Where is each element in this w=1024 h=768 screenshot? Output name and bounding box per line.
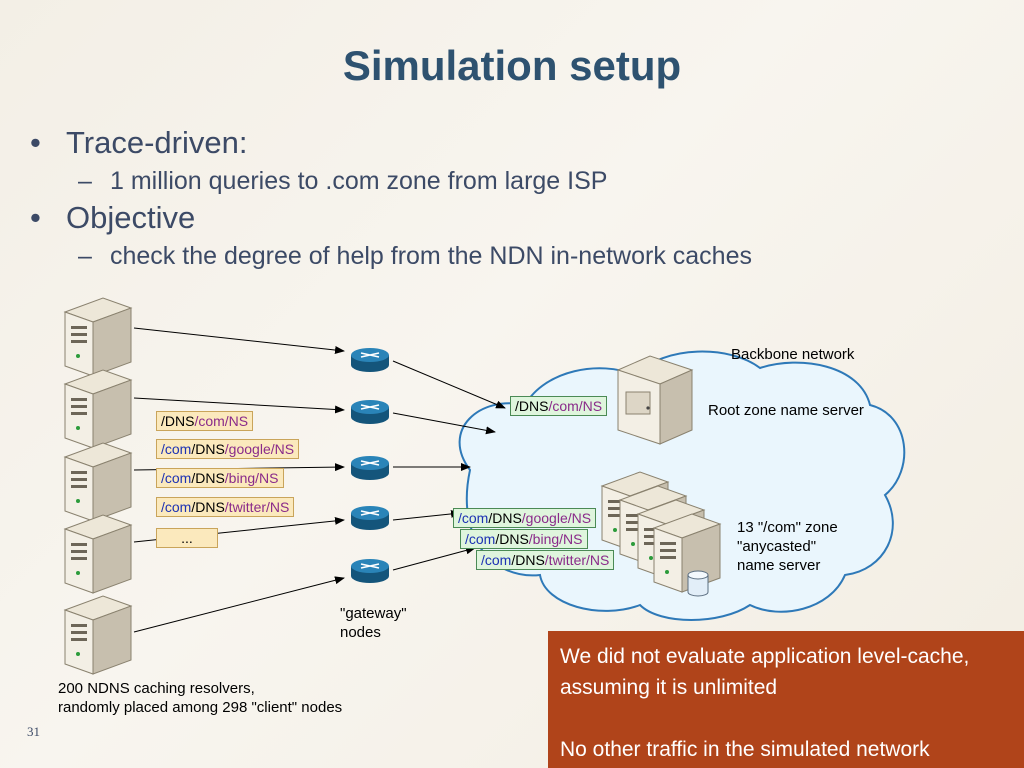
- tag-segment: /twitter: [224, 499, 267, 515]
- tag-segment: /DNS: [191, 499, 225, 515]
- gateway-label: "gateway" nodes: [340, 604, 407, 642]
- slide-number: 31: [27, 724, 40, 739]
- sub-bullet-1-text: 1 million queries to .com zone from larg…: [110, 167, 608, 195]
- note-line-2: No other traffic in the simulated networ…: [560, 738, 930, 761]
- com-query-tag: /com/DNS/google/NS: [453, 508, 597, 528]
- tag-segment: /bing: [528, 531, 560, 547]
- tag-segment: /NS: [224, 413, 249, 429]
- resolver-server-icon: [64, 297, 132, 377]
- com-label-line: 13 "/com" zone: [737, 519, 838, 536]
- root-server-icon: [616, 355, 694, 445]
- resolver-label-line: randomly placed among 298 "client" nodes: [58, 699, 343, 716]
- resolver-label-line: 200 NDNS caching resolvers,: [58, 680, 255, 697]
- tag-segment: /NS: [270, 441, 295, 457]
- tag-segment: /DNS: [495, 531, 529, 547]
- sub-dash: –: [78, 242, 92, 270]
- bullet-2: • Objective: [30, 200, 195, 236]
- resolver-label: 200 NDNS caching resolvers, randomly pla…: [58, 679, 342, 717]
- note-box: We did not evaluate application level-ca…: [548, 631, 1024, 768]
- gateway-label-line: "gateway": [340, 605, 407, 622]
- tag-segment: /DNS: [161, 413, 195, 429]
- resolver-server-icon: [64, 369, 132, 449]
- tag-segment: /DNS: [191, 441, 225, 457]
- com-server-cluster-icon: [601, 471, 721, 597]
- tag-segment: /twitter: [544, 552, 587, 568]
- tag-segment: /DNS: [191, 470, 225, 486]
- tag-segment: /DNS: [488, 510, 522, 526]
- tag-segment: /com: [548, 398, 579, 414]
- resolver-server-icon: [64, 442, 132, 522]
- com-server-label: 13 "/com" zone "anycasted" name server: [737, 518, 838, 575]
- note-line-1: We did not evaluate application level-ca…: [560, 645, 970, 699]
- root-server-label: Root zone name server: [708, 402, 864, 419]
- gateway-router-icon: [350, 399, 390, 425]
- sub-dash: –: [78, 167, 92, 195]
- bullet-1-text: Trace-driven:: [66, 125, 248, 160]
- resolver-server-icon: [64, 595, 132, 675]
- bullet-2-text: Objective: [66, 200, 196, 235]
- tag-segment: /DNS: [511, 552, 545, 568]
- tag-segment: /NS: [255, 470, 279, 486]
- tag-segment: /NS: [578, 398, 603, 414]
- tag-segment: /bing: [224, 470, 256, 486]
- sub-bullet-2: –check the degree of help from the NDN i…: [78, 242, 752, 271]
- query-tag: /DNS/com/NS: [156, 411, 254, 431]
- com-query-tag: /com/DNS/twitter/NS: [476, 550, 615, 570]
- bullet-1: • Trace-driven:: [30, 125, 247, 161]
- sub-bullet-2-text: check the degree of help from the NDN in…: [110, 242, 752, 270]
- gateway-router-icon: [350, 455, 390, 481]
- resolver-server-icon: [64, 514, 132, 594]
- com-label-line: "anycasted": [737, 538, 817, 555]
- tag-segment: /NS: [586, 552, 610, 568]
- backbone-network-label: Backbone network: [731, 346, 855, 363]
- sub-bullet-1: –1 million queries to .com zone from lar…: [78, 167, 607, 196]
- query-tag: /com/DNS/bing/NS: [156, 468, 284, 488]
- tag-segment: /com: [481, 552, 512, 568]
- tag-segment: /DNS: [515, 398, 549, 414]
- tag-segment: /com: [465, 531, 496, 547]
- gateway-router-icon: [350, 347, 390, 373]
- tag-segment: /com: [161, 470, 192, 486]
- tag-segment: /com: [458, 510, 489, 526]
- tag-segment: /NS: [266, 499, 290, 515]
- bullet-dot: •: [30, 200, 41, 235]
- query-tag: /com/DNS/google/NS: [156, 439, 300, 459]
- tag-segment: /google: [521, 510, 568, 526]
- query-tag-ellipsis: ...: [156, 528, 218, 548]
- com-query-tag: /com/DNS/bing/NS: [460, 529, 588, 549]
- gateway-router-icon: [350, 505, 390, 531]
- tag-segment: /NS: [559, 531, 583, 547]
- tag-segment: /NS: [567, 510, 592, 526]
- tag-segment: /com: [161, 441, 192, 457]
- tag-segment: /com: [194, 413, 225, 429]
- slide-title: Simulation setup: [342, 42, 682, 89]
- query-tag: /com/DNS/twitter/NS: [156, 497, 295, 517]
- tag-segment: /google: [224, 441, 271, 457]
- tag-segment: /com: [161, 499, 192, 515]
- com-label-line: name server: [737, 557, 821, 574]
- root-query-tag: /DNS/com/NS: [510, 396, 608, 416]
- gateway-router-icon: [350, 558, 390, 584]
- bullet-dot: •: [30, 125, 41, 160]
- gateway-label-line: nodes: [340, 624, 381, 641]
